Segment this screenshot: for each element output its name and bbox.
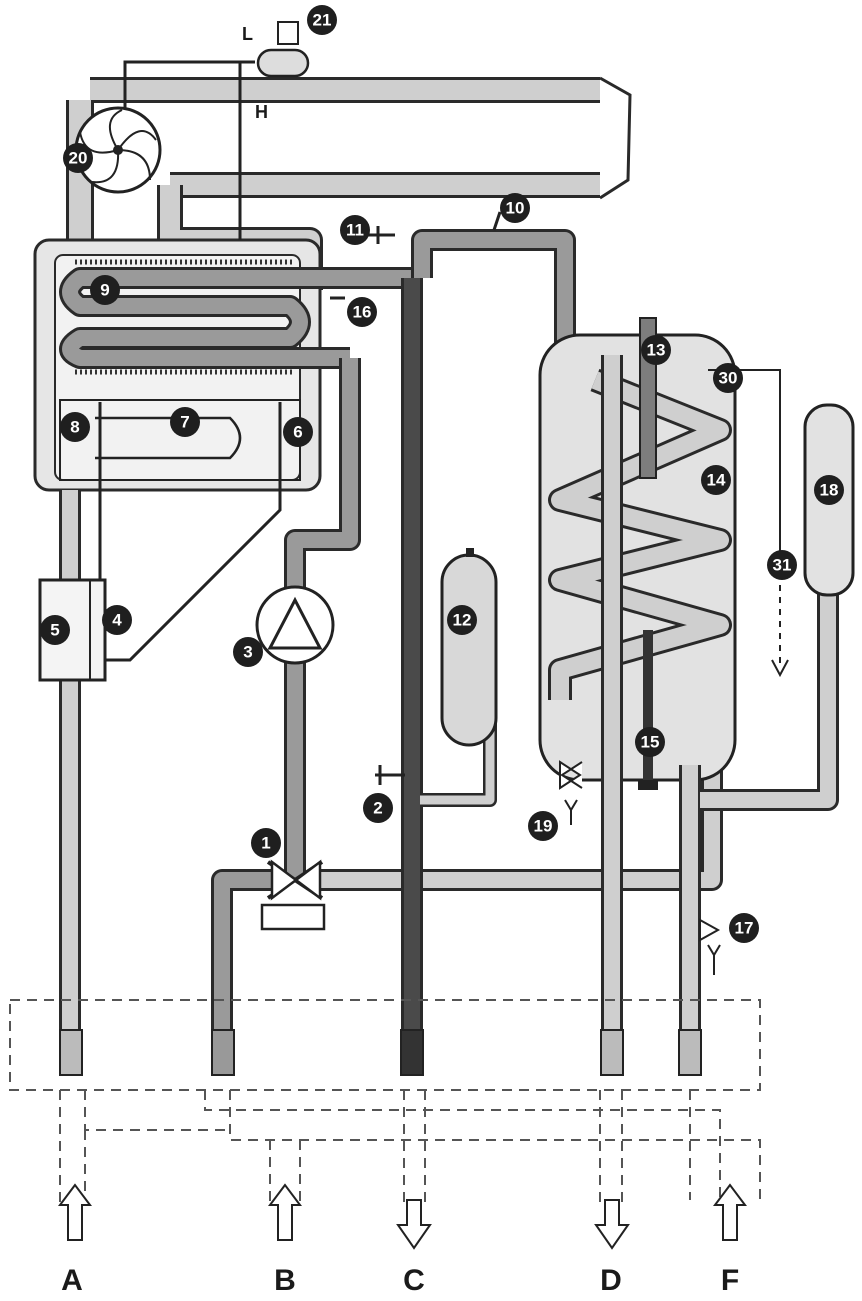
svg-text:31: 31 (773, 556, 792, 575)
pressure-switch-high-label: H (255, 102, 268, 122)
pressure-switch-low-label: L (242, 24, 253, 44)
arrow-f-in (713, 1183, 747, 1241)
badge-4: 4 (102, 605, 132, 635)
svg-text:17: 17 (735, 919, 754, 938)
svg-text:16: 16 (353, 303, 372, 322)
badge-10: 10 (500, 193, 530, 223)
svg-text:11: 11 (346, 221, 364, 240)
hot-water-cylinder (538, 317, 737, 1060)
svg-text:21: 21 (313, 11, 332, 30)
component-badges: 1 2 3 4 5 6 7 8 9 10 11 12 13 14 15 16 1… (40, 5, 844, 943)
badge-3: 3 (233, 637, 263, 667)
arrow-a-in (58, 1183, 92, 1241)
svg-text:8: 8 (70, 418, 79, 437)
svg-text:19: 19 (534, 817, 553, 836)
badge-8: 8 (60, 412, 90, 442)
svg-text:4: 4 (112, 611, 122, 630)
pipe-fittings (59, 1029, 702, 1076)
badge-14: 14 (701, 465, 731, 495)
svg-text:20: 20 (69, 149, 88, 168)
connection-label-c: C (403, 1264, 425, 1297)
badge-13: 13 (641, 335, 671, 365)
badge-21: 21 (307, 5, 337, 35)
svg-text:5: 5 (50, 621, 59, 640)
svg-text:2: 2 (373, 799, 382, 818)
pump-circuit (255, 358, 361, 880)
svg-text:9: 9 (100, 281, 109, 300)
svg-text:18: 18 (820, 481, 839, 500)
badge-16: 16 (347, 297, 377, 327)
connection-arrows: A B C D F (58, 1183, 747, 1297)
arrow-d-out (594, 1199, 630, 1250)
badge-1: 1 (251, 828, 281, 858)
connection-label-a: A (61, 1264, 83, 1297)
svg-text:13: 13 (647, 341, 666, 360)
badge-2: 2 (363, 793, 393, 823)
svg-text:1: 1 (261, 834, 270, 853)
svg-text:10: 10 (506, 199, 525, 218)
connection-label-d: D (600, 1264, 622, 1297)
air-pressure-switch: L H (123, 21, 310, 240)
badge-17: 17 (729, 913, 759, 943)
svg-text:14: 14 (707, 471, 726, 490)
badge-5: 5 (40, 615, 70, 645)
svg-text:15: 15 (641, 733, 660, 752)
badge-7: 7 (170, 407, 200, 437)
svg-text:12: 12 (453, 611, 472, 630)
badge-31: 31 (767, 550, 797, 580)
safety-and-drain-valves (330, 226, 721, 975)
badge-20: 20 (63, 143, 93, 173)
svg-text:6: 6 (293, 423, 302, 442)
badge-11: 11 (340, 215, 370, 245)
svg-text:30: 30 (719, 369, 738, 388)
badge-9: 9 (90, 275, 120, 305)
svg-text:3: 3 (243, 643, 252, 662)
connection-label-f: F (721, 1264, 739, 1297)
connection-label-b: B (274, 1264, 296, 1297)
gas-valve (38, 440, 282, 1060)
primary-heat-exchanger (59, 259, 420, 375)
badge-15: 15 (635, 727, 665, 757)
badge-18: 18 (814, 475, 844, 505)
flow-pipe (401, 211, 595, 1060)
badge-6: 6 (283, 417, 313, 447)
badge-30: 30 (713, 363, 743, 393)
connection-bracket (9, 999, 761, 1205)
svg-text:7: 7 (180, 413, 189, 432)
badge-12: 12 (447, 605, 477, 635)
arrow-c-out (396, 1199, 432, 1250)
badge-19: 19 (528, 811, 558, 841)
arrow-b-in (268, 1183, 302, 1241)
expansion-vessel (420, 548, 498, 807)
